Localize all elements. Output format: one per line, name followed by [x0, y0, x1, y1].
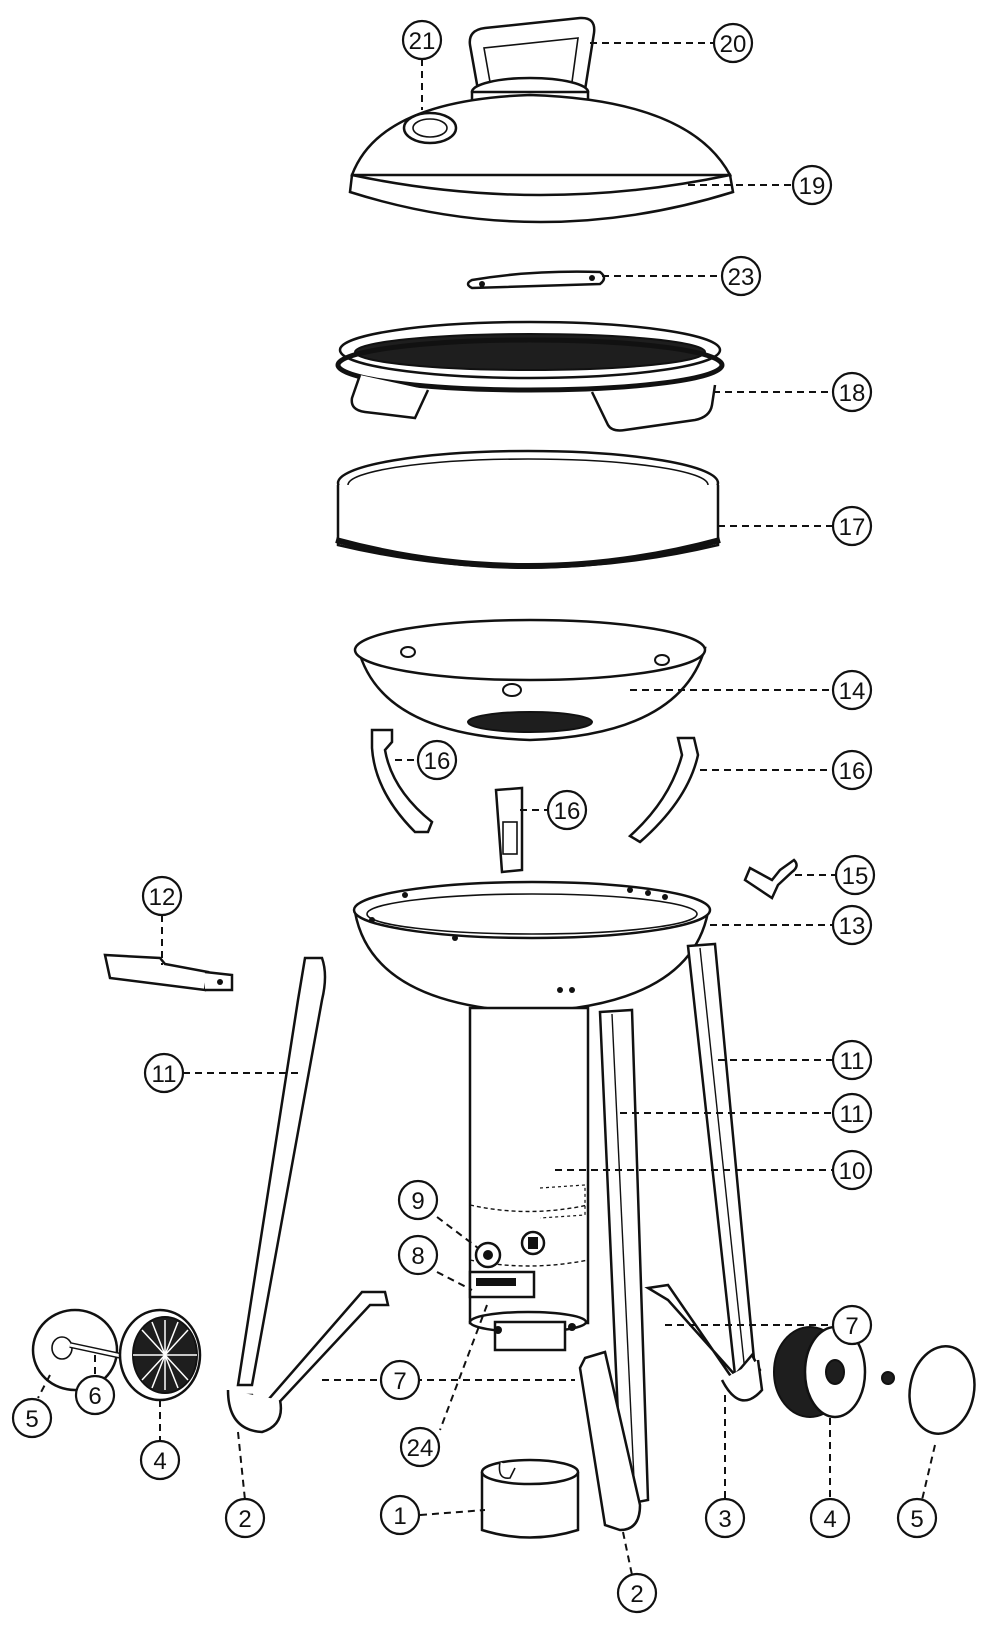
wheel-left [118, 1308, 202, 1402]
svg-text:15: 15 [842, 863, 869, 890]
wheel-nut [881, 1371, 895, 1385]
bowl-bracket-middle [494, 786, 524, 874]
svg-text:4: 4 [823, 1506, 836, 1533]
air-control-knob [474, 1241, 502, 1269]
callout-17: 17 [831, 505, 873, 547]
callout-15: 15 [834, 854, 876, 896]
svg-text:4: 4 [153, 1448, 166, 1475]
callout-19: 19 [791, 164, 833, 206]
callout-5-left: 5 [11, 1397, 53, 1439]
svg-text:17: 17 [839, 514, 866, 541]
svg-text:9: 9 [411, 1188, 424, 1215]
svg-text:21: 21 [409, 28, 436, 55]
svg-text:11: 11 [840, 1101, 865, 1128]
callout-24: 24 [399, 1426, 441, 1468]
callout-2-left: 2 [224, 1497, 266, 1539]
callout-4-left: 4 [139, 1439, 181, 1481]
svg-text:16: 16 [424, 748, 451, 775]
leg-center [598, 1008, 650, 1507]
bowl-bracket-left [370, 728, 434, 834]
small-bracket [743, 858, 798, 900]
svg-text:2: 2 [238, 1506, 251, 1533]
svg-text:11: 11 [840, 1048, 865, 1075]
callout-16-left: 16 [416, 739, 458, 781]
svg-text:19: 19 [799, 173, 826, 200]
callout-20: 20 [712, 22, 754, 64]
callout-18: 18 [831, 371, 873, 413]
svg-text:7: 7 [393, 1368, 406, 1395]
vent-plate [468, 1270, 536, 1299]
callout-6: 6 [74, 1374, 116, 1416]
foot-brace-left [226, 1290, 390, 1434]
callout-2-center: 2 [616, 1572, 658, 1614]
svg-text:5: 5 [910, 1506, 923, 1533]
callout-8: 8 [397, 1234, 439, 1276]
svg-text:1: 1 [393, 1503, 406, 1530]
svg-text:5: 5 [25, 1406, 38, 1433]
bowl-bracket-right [627, 736, 700, 844]
svg-text:3: 3 [718, 1506, 731, 1533]
svg-text:7: 7 [845, 1313, 858, 1340]
svg-text:23: 23 [728, 264, 755, 291]
callout-10: 10 [831, 1149, 873, 1191]
svg-text:14: 14 [839, 678, 866, 705]
callout-1: 1 [379, 1494, 421, 1536]
callout-9: 9 [397, 1179, 439, 1221]
svg-text:11: 11 [152, 1061, 177, 1088]
svg-text:24: 24 [407, 1435, 434, 1462]
foot-brace-center [578, 1350, 642, 1532]
cooking-grate [335, 320, 725, 432]
svg-text:16: 16 [839, 758, 866, 785]
ash-bucket [480, 1458, 580, 1539]
callout-11-center: 11 [831, 1092, 873, 1134]
charcoal-bowl [353, 618, 707, 742]
callout-16-right: 16 [831, 749, 873, 791]
callout-11-right: 11 [831, 1039, 873, 1081]
callout-21: 21 [401, 19, 443, 61]
svg-text:6: 6 [88, 1383, 101, 1410]
callout-14: 14 [831, 669, 873, 711]
callout-3: 3 [704, 1497, 746, 1539]
svg-text:10: 10 [839, 1158, 866, 1185]
leg-left [236, 956, 327, 1387]
svg-text:2: 2 [630, 1581, 643, 1608]
leader-lines [37, 42, 936, 1576]
svg-text:20: 20 [720, 31, 747, 58]
callout-16-middle: 16 [546, 789, 588, 831]
callout-13: 13 [831, 904, 873, 946]
callout-12: 12 [141, 875, 183, 917]
callout-7-left: 7 [379, 1359, 421, 1401]
callout-11-left: 11 [143, 1052, 185, 1094]
lid-thermometer [402, 111, 458, 145]
svg-text:13: 13 [839, 913, 866, 940]
svg-text:8: 8 [411, 1243, 424, 1270]
foot-brace-right [644, 1283, 764, 1402]
callout-23: 23 [720, 255, 762, 297]
charcoal-ring [335, 449, 721, 569]
callout-5-right: 5 [896, 1497, 938, 1539]
svg-text:18: 18 [839, 380, 866, 407]
callout-7-right: 7 [831, 1304, 873, 1346]
leg-right [686, 942, 757, 1377]
callout-4-right: 4 [809, 1497, 851, 1539]
hub-cap-right [908, 1345, 976, 1435]
svg-text:16: 16 [554, 798, 581, 825]
fire-bowl [352, 880, 712, 1014]
grill-lid [348, 93, 735, 224]
svg-text:12: 12 [149, 884, 176, 911]
side-bracket [103, 953, 234, 992]
center-column [468, 1006, 590, 1352]
heat-shield-bracket [466, 270, 606, 290]
lid-handle [468, 16, 596, 91]
